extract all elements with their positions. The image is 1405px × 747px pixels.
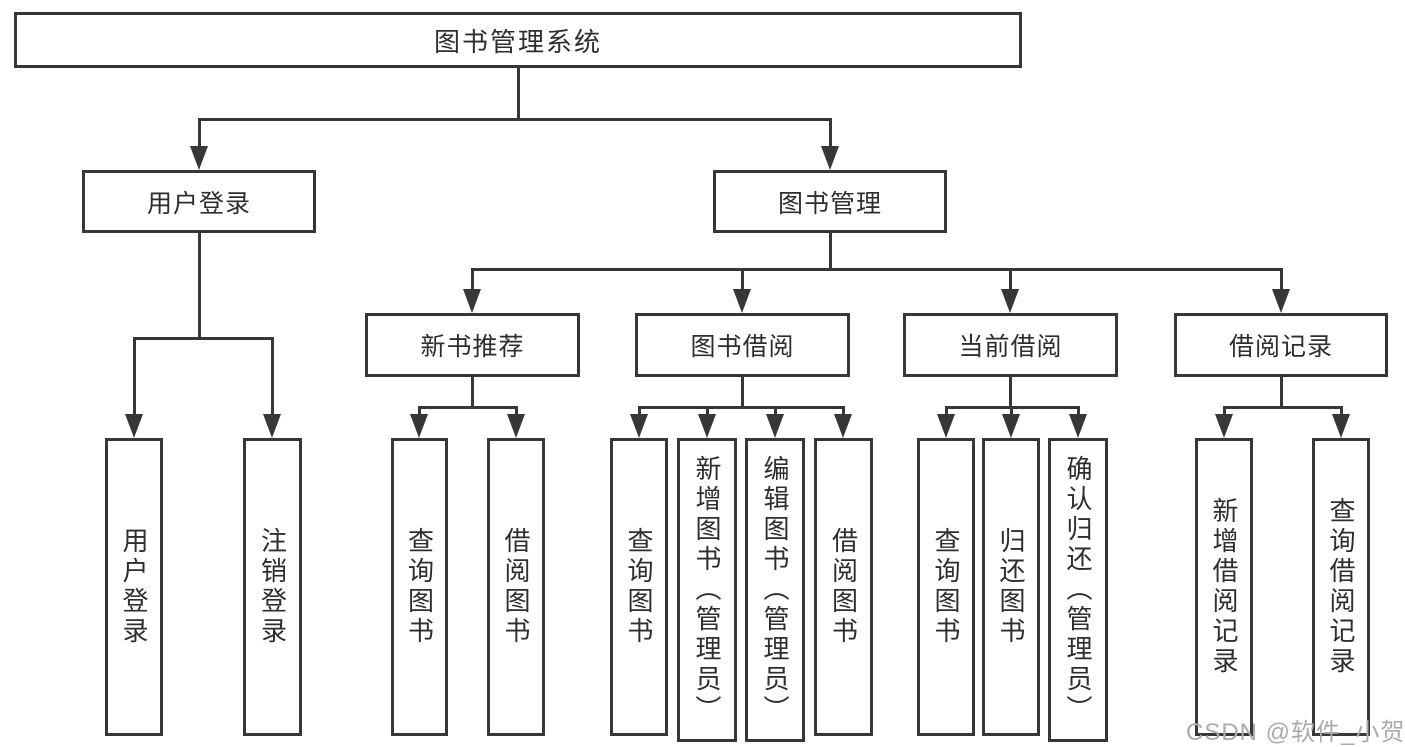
arrow-down-icon [410,414,428,438]
connector-line [271,337,274,415]
node-user-login: 用户登录 [82,170,316,233]
node-label: 注销登录 [257,527,288,647]
node-label: 用户登录 [119,527,149,647]
arrow-down-icon [190,146,208,170]
node-label: 查询图书 [404,527,435,647]
arrow-down-icon [766,414,784,438]
connector-line [1340,406,1343,416]
node-label: 用户登录 [146,189,251,218]
node-label: 借阅图书 [828,527,859,647]
connector-line [198,233,201,339]
arrow-down-icon [1069,414,1087,438]
connector-line [829,233,832,270]
connector-line [638,406,641,416]
node-label: 查询图书 [624,527,654,647]
connector-line [1010,406,1013,416]
node-book-borrow: 图书借阅 [635,313,850,377]
node-add-borrow-record: 新增借阅记录 [1195,438,1253,736]
connector-line [515,406,518,416]
node-label: 借阅记录 [1228,333,1333,361]
node-label: 编辑图书（管理员） [760,455,790,725]
connector-line [741,268,744,292]
node-current-borrow: 当前借阅 [903,313,1118,377]
node-label: 图书管理系统 [433,26,602,57]
node-add-book-admin: 新增图书（管理员） [677,438,737,742]
connector-line [1077,406,1080,416]
connector-line [471,377,474,407]
node-label: 新增借阅记录 [1209,497,1239,677]
connector-line [829,118,832,150]
arrow-down-icon [733,289,751,313]
node-label: 新书推荐 [420,333,525,361]
connector-line [1280,377,1283,407]
connector-line [133,337,274,340]
node-query-book-recommend: 查询图书 [391,438,448,736]
connector-line [638,406,845,409]
node-borrow-book-recommend: 借阅图书 [487,438,545,736]
arrow-down-icon [1332,414,1350,438]
connector-line [198,118,832,121]
connector-line [1223,406,1343,409]
node-library-system: 图书管理系统 [14,12,1022,68]
connector-line [774,406,777,416]
csdn-watermark: CSDN @软件_小贺同学 [1186,719,1405,746]
arrow-down-icon [463,289,481,313]
node-borrow-book-action: 借阅图书 [814,438,873,736]
node-label: 确认归还（管理员） [1063,455,1093,725]
node-label: 图书借阅 [690,333,795,361]
arrow-down-icon [834,414,852,438]
node-label: 借阅图书 [501,527,531,647]
arrow-down-icon [263,414,281,438]
arrow-down-icon [698,414,716,438]
node-query-book-borrow: 查询图书 [610,438,668,736]
arrow-down-icon [1272,289,1290,313]
node-label: 新增图书（管理员） [692,455,722,725]
arrow-down-icon [821,146,839,170]
connector-line [133,337,136,415]
node-new-book-recommend: 新书推荐 [365,313,580,377]
node-label: 查询借阅记录 [1326,497,1356,677]
arrow-down-icon [937,414,955,438]
arrow-down-icon [507,414,525,438]
arrow-down-icon [125,414,143,438]
node-return-book: 归还图书 [982,438,1040,736]
node-user-login-action: 用户登录 [105,438,163,736]
connector-line [517,68,520,119]
connector-line [1223,406,1226,416]
node-confirm-return-admin: 确认归还（管理员） [1048,438,1108,742]
arrow-down-icon [1001,289,1019,313]
arrow-down-icon [1215,414,1233,438]
connector-line [945,406,948,416]
connector-line [1009,268,1012,292]
arrow-down-icon [630,414,648,438]
node-label: 查询图书 [931,527,961,647]
node-borrow-record: 借阅记录 [1174,313,1388,377]
connector-line [842,406,845,416]
node-book-management: 图书管理 [713,170,947,233]
node-label: 图书管理 [777,189,882,218]
node-label: 归还图书 [996,527,1026,647]
connector-line [418,406,421,416]
connector-line [1009,377,1012,407]
node-query-book-current: 查询图书 [917,438,975,736]
node-query-borrow-record: 查询借阅记录 [1312,438,1370,736]
connector-line [741,377,744,407]
connector-line [471,268,1283,271]
node-label: 当前借阅 [958,333,1063,361]
connector-line [418,406,518,409]
connector-line [198,118,201,150]
connector-line [471,268,474,292]
node-edit-book-admin: 编辑图书（管理员） [745,438,805,742]
connector-line [1280,268,1283,292]
node-logout-action: 注销登录 [243,438,302,736]
arrow-down-icon [1002,414,1020,438]
connector-line [706,406,709,416]
